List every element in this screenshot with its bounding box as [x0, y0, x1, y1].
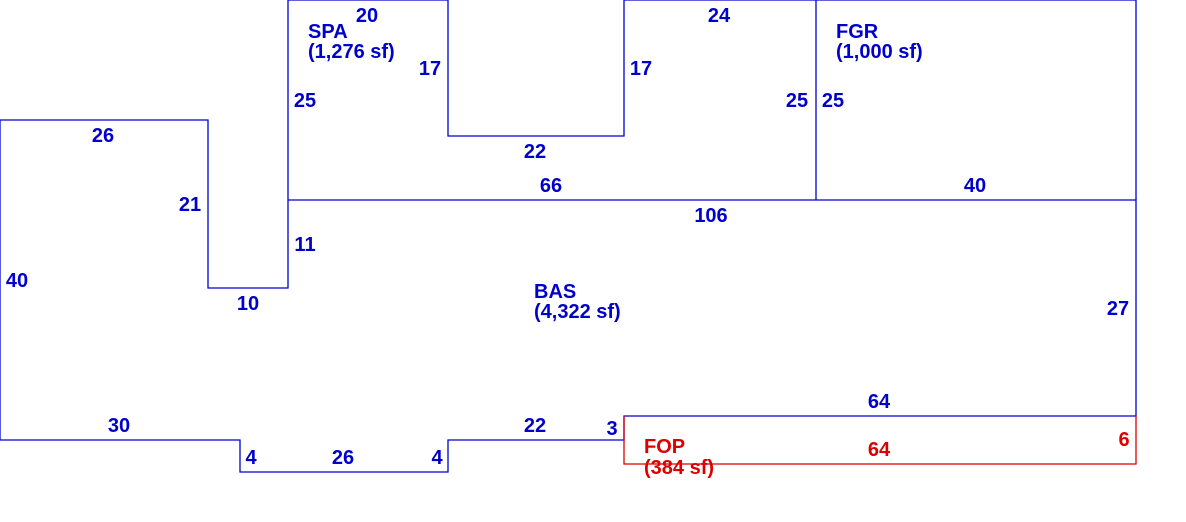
dim-spa-inner-left: 17	[419, 58, 441, 80]
spa-outline	[287, 0, 817, 200]
dim-wing-top: 26	[92, 125, 114, 147]
dim-bas-top: 106	[694, 205, 727, 227]
spa-code: SPA	[308, 21, 348, 43]
dim-fgr-bottom: 40	[964, 175, 986, 197]
fgr-outline	[816, 0, 1137, 200]
dim-fop-top: 64	[868, 391, 891, 413]
dim-fop-bottom: 64	[868, 439, 891, 461]
dim-spa-bottom: 66	[540, 175, 562, 197]
dim-bas-right: 27	[1107, 298, 1129, 320]
bas-outline	[0, 119, 1137, 473]
fgr-size: (1,000 sf)	[836, 41, 923, 63]
dim-spa-notch-bottom: 22	[524, 141, 546, 163]
dim-spa-left: 25	[294, 90, 316, 112]
dim-spa-top: 20	[356, 5, 378, 27]
dim-bas-bottom-left: 30	[108, 415, 130, 437]
dim-bump-left: 4	[245, 447, 257, 469]
dim-fgr-left: 25	[822, 90, 844, 112]
bas-size: (4,322 sf)	[534, 301, 621, 323]
dim-bas-bottom-mid: 22	[524, 415, 546, 437]
dim-wing-inner: 21	[179, 194, 201, 216]
dim-wing-notch: 10	[237, 293, 259, 315]
area-labels: SPA (1,276 sf) FGR (1,000 sf) BAS (4,322…	[308, 21, 923, 479]
bas-code: BAS	[534, 281, 576, 303]
dim-bas-left: 40	[6, 270, 28, 292]
dim-fop-right: 6	[1118, 429, 1129, 451]
spa-size: (1,276 sf)	[308, 41, 395, 63]
dimension-labels: 20 17 17 22 24 25 25 66 25 40 106 26 21 …	[6, 5, 1130, 469]
fop-outline	[623, 416, 1137, 465]
fop-code: FOP	[644, 436, 685, 458]
dim-spa-top-right: 24	[708, 5, 731, 27]
fgr-code: FGR	[836, 21, 879, 43]
outline-lines	[0, 0, 1137, 473]
dim-bump-right: 4	[431, 447, 443, 469]
dim-bas-step-3: 3	[606, 418, 617, 440]
dim-bas-step: 11	[294, 234, 315, 256]
dim-bump-bottom: 26	[332, 447, 354, 469]
fop-size: (384 sf)	[644, 457, 714, 479]
dim-spa-right: 25	[786, 90, 808, 112]
dim-spa-inner-right: 17	[630, 58, 652, 80]
